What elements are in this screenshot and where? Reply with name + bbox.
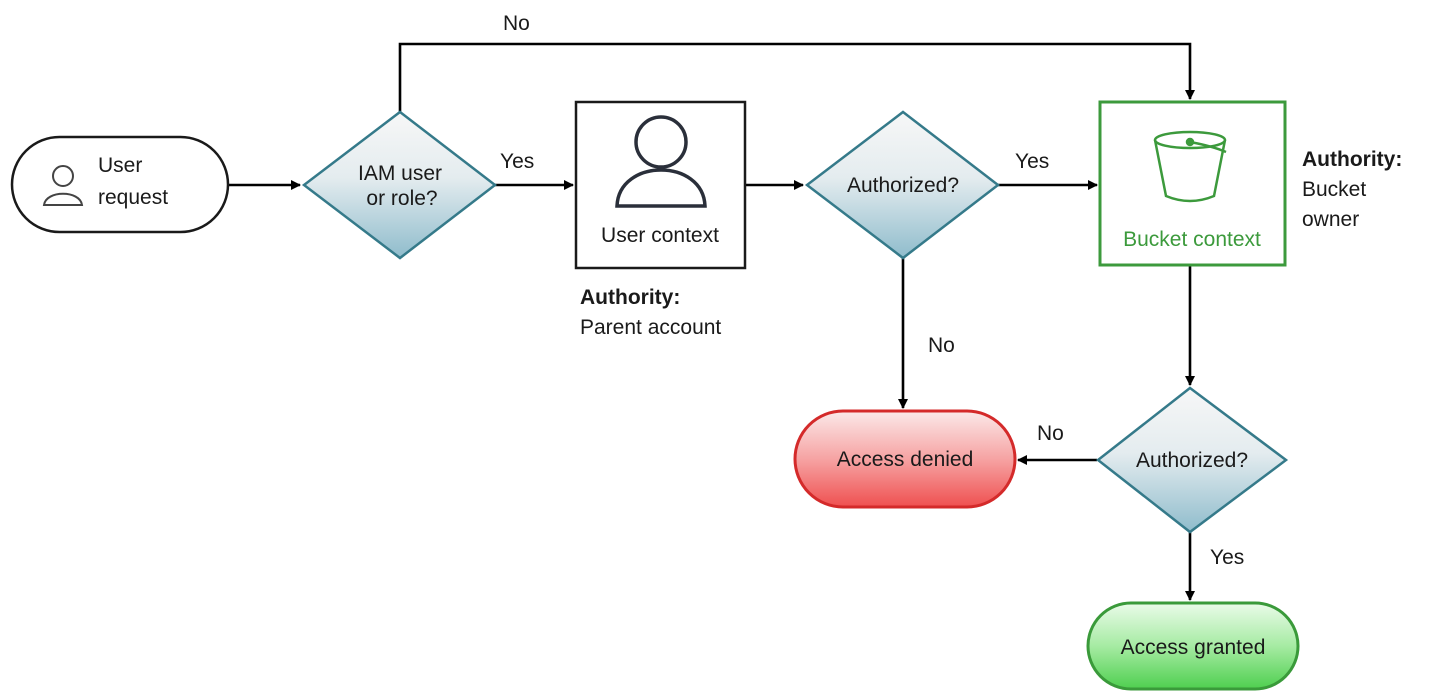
access-granted-node: Access granted [1086,601,1300,691]
user-request-node: User request [10,135,230,234]
access-denied-label: Access denied [837,448,974,471]
decision-authorized-2-label: Authorized? [1136,449,1248,472]
bucket-context-node: Bucket context [1098,100,1287,267]
user-authority-value: Parent account [580,316,721,339]
bucket-authority-line2: owner [1302,208,1359,231]
bucket-icon [1153,130,1227,203]
edge-label-auth2-no: No [1037,422,1064,445]
access-denied-node: Access denied [793,409,1017,509]
user-authority-title: Authority: [580,286,680,309]
access-granted-label: Access granted [1121,636,1266,659]
edge-iam-no-to-bucket [398,42,1195,112]
decision-iam-label-line1: IAM user [358,162,442,185]
edges [228,42,1195,601]
decision-iam-label-line2: or role? [366,187,437,210]
user-context-node: User context [574,100,747,270]
user-icon [42,165,84,206]
user-icon [615,115,707,208]
user-context-label: User context [601,224,719,247]
bucket-context-label: Bucket context [1123,228,1261,251]
user-request-label-line1: User [98,154,142,177]
edge-label-auth1-no: No [928,334,955,357]
decision-iam-node: IAM user or role? [301,110,498,260]
decision-authorized-1-label: Authorized? [847,174,959,197]
decision-authorized-1-node: Authorized? [804,110,1001,260]
user-request-label-line2: request [98,186,168,209]
edge-labels: No Yes Yes No No Yes [500,12,1244,569]
bucket-authority-title: Authority: [1302,148,1402,171]
edge-label-iam-yes: Yes [500,150,534,173]
edge-label-auth1-yes: Yes [1015,150,1049,173]
decision-authorized-2-node: Authorized? [1095,386,1289,534]
edge-label-iam-no: No [503,12,530,35]
bucket-authority-annotation: Authority: Bucket owner [1302,148,1402,231]
edge-label-auth2-yes: Yes [1210,546,1244,569]
user-authority-annotation: Authority: Parent account [580,286,721,339]
bucket-authority-line1: Bucket [1302,178,1366,201]
